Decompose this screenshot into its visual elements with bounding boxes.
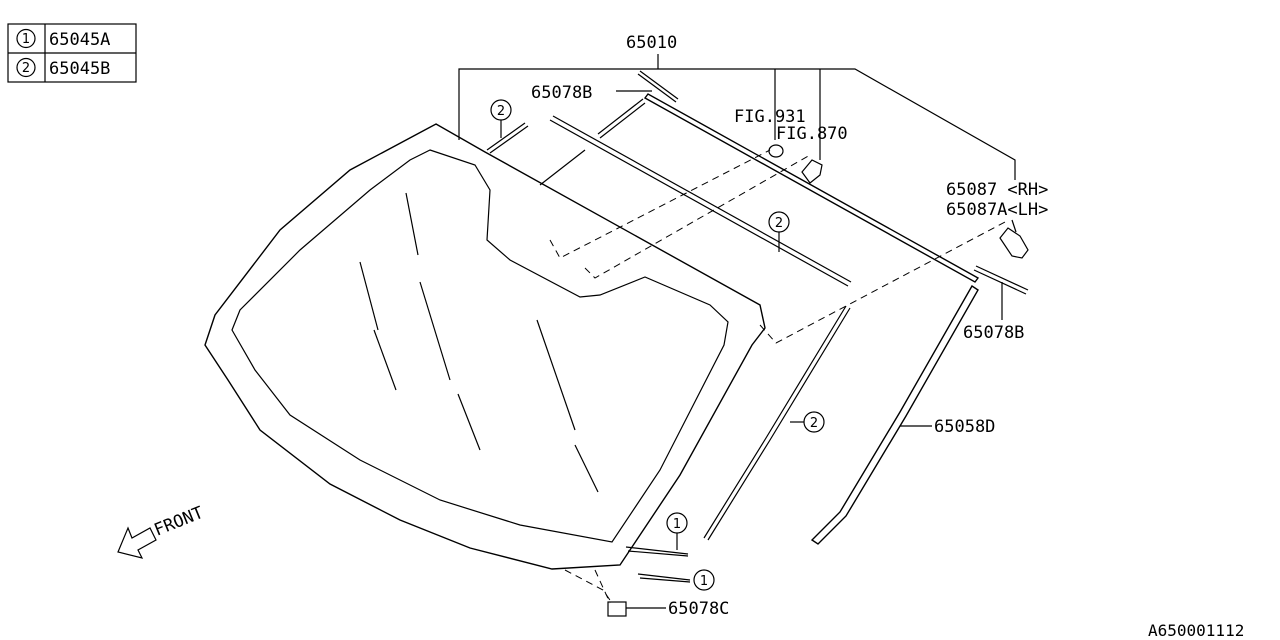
- svg-text:2: 2: [775, 216, 783, 231]
- svg-text:1: 1: [700, 574, 708, 589]
- legend-symbol-2: [16, 57, 36, 78]
- callout-2-mid: 2: [768, 211, 790, 252]
- top-moldings: 65078B: [486, 70, 980, 287]
- legend-part-2: 65045B: [49, 59, 110, 79]
- fig-870-part-icon: [801, 159, 823, 184]
- legend-symbol-1: [16, 28, 36, 49]
- front-arrow-icon: [117, 526, 157, 559]
- windshield-glass: [204, 123, 766, 570]
- callout-2-top: 2: [490, 99, 512, 138]
- side-bracket-icon: [999, 227, 1029, 259]
- side-bracket-rh-lh: 65087 <RH> 65087A<LH>: [946, 180, 1048, 259]
- svg-text:2: 2: [497, 104, 505, 119]
- label-65078b-top: 65078B: [531, 83, 592, 103]
- label-65010: 65010: [626, 33, 677, 53]
- label-65078b-side: 65078B: [963, 323, 1024, 343]
- label-fig-931: FIG.931: [734, 107, 806, 127]
- label-65058d: 65058D: [934, 417, 995, 437]
- label-front: FRONT: [151, 503, 206, 541]
- svg-text:1: 1: [673, 517, 681, 532]
- label-65087-rh: 65087 <RH>: [946, 180, 1048, 200]
- legend-part-1: 65045A: [49, 30, 110, 50]
- label-65078c: 65078C: [668, 599, 729, 619]
- front-arrow: FRONT: [117, 503, 206, 559]
- fig-931-part-icon: [768, 144, 784, 158]
- label-fig-870: FIG.870: [776, 124, 848, 144]
- legend-table: 1 65045A 2 65045B: [7, 23, 137, 83]
- svg-text:2: 2: [810, 416, 818, 431]
- figure-references: FIG.931 FIG.870: [734, 107, 848, 184]
- label-65087a-lh: 65087A<LH>: [946, 200, 1048, 220]
- dashed-lines: [549, 149, 1006, 604]
- clip-65078c-icon: [607, 601, 627, 617]
- legend-symbol-2-text: 2: [22, 61, 30, 76]
- side-molding-right: 65078B: [963, 265, 1029, 343]
- legend-symbol-1-text: 1: [22, 32, 30, 47]
- side-molding-mid: 2: [703, 305, 851, 541]
- long-side-molding: 65058D: [810, 285, 995, 545]
- bottom-clips: 1 1 65078C: [607, 512, 729, 619]
- reference-code: A650001112: [1148, 621, 1244, 640]
- assembly-bracket: 65010: [458, 33, 1016, 180]
